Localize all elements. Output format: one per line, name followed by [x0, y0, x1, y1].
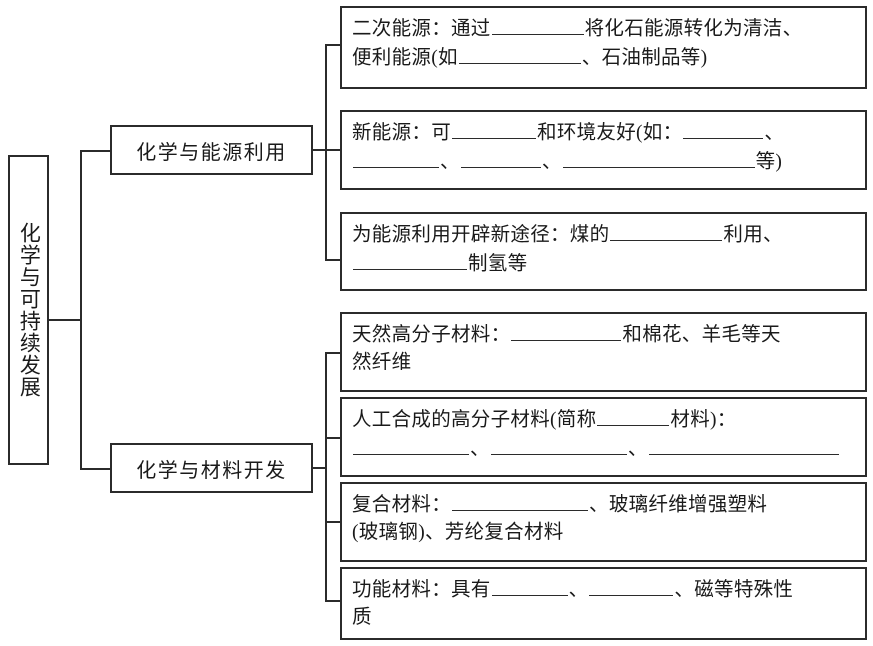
- leaf-node-natural-polymer-material: 天然高分子材料： 和棉花、羊毛等天然纤维: [340, 312, 867, 392]
- leaf-text-run: 二次能源：通过: [352, 18, 491, 40]
- fill-in-blank: [452, 490, 589, 511]
- leaf-text-line: 然纤维: [352, 349, 857, 377]
- connector-branch-2-stem: [313, 467, 327, 469]
- fill-in-blank: [511, 320, 622, 341]
- leaf-node-secondary-energy: 二次能源：通过 将化石能源转化为清洁、便利能源(如 、石油制品等): [340, 6, 867, 89]
- leaf-text-line: 二次能源：通过 将化石能源转化为清洁、: [352, 14, 857, 43]
- fill-in-blank: [460, 147, 541, 168]
- connector-leaf-1-arm: [325, 44, 341, 46]
- leaf-text-run: 和棉花、羊毛等天: [622, 324, 781, 346]
- connector-branch-1-spine: [325, 44, 327, 261]
- leaf-text-line: 功能材料：具有 、 、磁等特殊性: [352, 575, 857, 604]
- leaf-text-run: 、: [541, 151, 562, 173]
- connector-leaf-6-arm: [325, 521, 341, 523]
- leaf-text-run: 便利能源(如: [352, 47, 458, 69]
- leaf-text-run: 为能源利用开辟新途径：煤的: [352, 224, 610, 246]
- leaf-node-functional-material: 功能材料：具有 、 、磁等特殊性质: [340, 567, 867, 640]
- leaf-text-run: 人工合成的高分子材料(简称: [352, 409, 597, 431]
- connector-root-stem: [49, 319, 81, 321]
- leaf-text-line: 、 、 等): [352, 147, 857, 176]
- leaf-text-line: 质: [352, 604, 857, 632]
- branch-node-chemistry-material-development: 化学与材料开发: [110, 443, 313, 493]
- leaf-text-line: 制氢等: [352, 249, 857, 278]
- leaf-text-line: 人工合成的高分子材料(简称 材料)：: [352, 405, 857, 434]
- leaf-text-run: 功能材料：具有: [352, 579, 491, 601]
- leaf-text-run: 新能源：可: [352, 122, 452, 144]
- fill-in-blank: [610, 220, 723, 241]
- connector-root-spine: [80, 150, 82, 470]
- leaf-text-run: 、: [470, 438, 490, 460]
- root-node-label: 化学与可持续发展: [17, 222, 42, 398]
- leaf-text-run: 质: [352, 607, 372, 629]
- fill-in-blank: [589, 575, 674, 596]
- connector-leaf-5-arm: [325, 437, 341, 439]
- connector-branch-2-arm: [80, 468, 110, 470]
- leaf-node-new-energy-pathways: 为能源利用开辟新途径：煤的 利用、制氢等: [340, 212, 867, 291]
- leaf-text-run: 、磁等特殊性: [674, 579, 794, 601]
- leaf-text-run: 、: [764, 122, 785, 144]
- leaf-text-line: 天然高分子材料： 和棉花、羊毛等天: [352, 320, 857, 349]
- fill-in-blank: [353, 249, 467, 270]
- fill-in-blank: [353, 147, 439, 168]
- fill-in-blank: [683, 118, 764, 139]
- leaf-text-run: 、: [568, 579, 589, 601]
- leaf-node-composite-material: 复合材料： 、玻璃纤维增强塑料 (玻璃钢)、芳纶复合材料: [340, 482, 867, 562]
- leaf-text-run: 、: [440, 151, 460, 173]
- fill-in-blank: [597, 405, 670, 426]
- leaf-text-run: 然纤维: [352, 352, 412, 374]
- leaf-node-new-energy: 新能源：可和环境友好(如：、、、等): [340, 110, 867, 190]
- leaf-text-run: 利用、: [723, 224, 783, 246]
- branch-node-chemistry-energy-use: 化学与能源利用: [110, 125, 313, 175]
- connector-branch-2-spine: [325, 352, 327, 602]
- leaf-text-run: 、: [627, 438, 648, 460]
- leaf-node-synthetic-polymer-material: 人工合成的高分子材料(简称材料)：、、: [340, 397, 867, 477]
- leaf-text-line: 为能源利用开辟新途径：煤的 利用、: [352, 220, 857, 249]
- connector-leaf-7-arm: [325, 600, 341, 602]
- connector-leaf-4-arm: [325, 352, 341, 354]
- leaf-text-line: (玻璃钢)、芳纶复合材料: [352, 519, 857, 547]
- branch-node-label: 化学与材料开发: [136, 459, 287, 482]
- leaf-text-line: 便利能源(如 、石油制品等): [352, 43, 857, 72]
- leaf-text-run: 复合材料：: [352, 494, 452, 516]
- connector-leaf-3-arm: [325, 259, 341, 261]
- leaf-text-run: 将化石能源转化为清洁、: [584, 18, 803, 40]
- fill-in-blank: [491, 14, 584, 35]
- fill-in-blank: [452, 118, 537, 139]
- fill-in-blank: [491, 575, 568, 596]
- root-node-chemistry-sustainable-development: 化学与可持续发展: [8, 155, 49, 465]
- leaf-text-line: 、、: [352, 434, 857, 463]
- leaf-text-run: 和环境友好(如：: [537, 122, 683, 144]
- leaf-text-run: (玻璃钢)、芳纶复合材料: [352, 522, 564, 544]
- leaf-text-line: 新能源：可 和环境友好(如： 、: [352, 118, 857, 147]
- leaf-text-line: 复合材料： 、玻璃纤维增强塑料: [352, 490, 857, 519]
- leaf-text-run: 、玻璃纤维增强塑料: [589, 494, 768, 516]
- leaf-text-run: 、石油制品等): [581, 47, 708, 69]
- fill-in-blank: [562, 147, 755, 168]
- connector-branch-1-arm: [80, 150, 110, 152]
- connector-branch-1-stem: [313, 149, 327, 151]
- fill-in-blank: [648, 434, 839, 455]
- leaf-text-run: 等): [755, 151, 783, 173]
- leaf-text-run: 材料)：: [670, 409, 737, 431]
- fill-in-blank: [458, 43, 581, 64]
- leaf-text-run: 制氢等: [468, 253, 528, 275]
- connector-leaf-2-arm: [325, 149, 341, 151]
- fill-in-blank: [353, 434, 469, 455]
- branch-node-label: 化学与能源利用: [136, 141, 287, 164]
- leaf-text-run: 天然高分子材料：: [352, 324, 511, 346]
- fill-in-blank: [490, 434, 627, 455]
